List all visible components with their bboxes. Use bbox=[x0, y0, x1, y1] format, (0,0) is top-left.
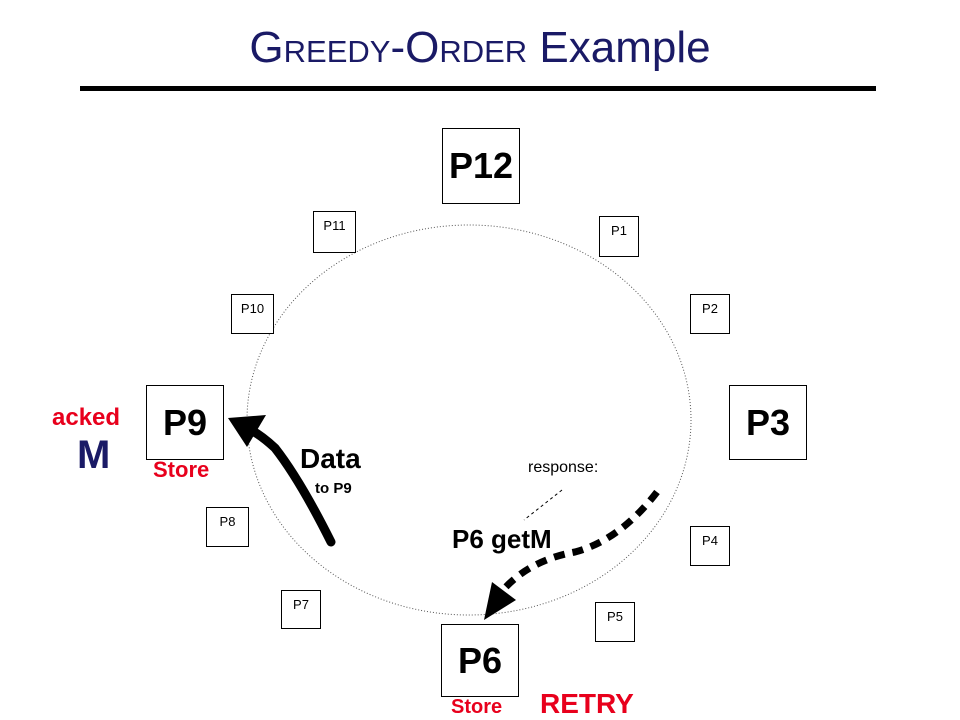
title-g: G bbox=[249, 23, 284, 72]
node-p11: P11 bbox=[313, 211, 356, 253]
node-p9: P9 bbox=[146, 385, 224, 460]
data-label: Data bbox=[300, 443, 361, 474]
ring-ellipse bbox=[246, 224, 692, 616]
slide-title: GREEDY-ORDER Example bbox=[0, 22, 960, 78]
node-p1: P1 bbox=[599, 216, 639, 257]
getm-arrowhead bbox=[484, 582, 516, 620]
node-p6: P6 bbox=[441, 624, 519, 697]
getm-arrow bbox=[500, 489, 660, 593]
node-p4: P4 bbox=[690, 526, 730, 566]
retry-label: RETRY bbox=[540, 688, 634, 719]
node-p7: P7 bbox=[281, 590, 321, 629]
acked-label: acked bbox=[52, 404, 121, 431]
response-label: response: bbox=[528, 459, 599, 476]
node-p12: P12 bbox=[442, 128, 520, 204]
title-reedy: REEDY bbox=[283, 34, 391, 69]
getm-label: P6 getM bbox=[452, 524, 552, 554]
state-m-label: M bbox=[77, 433, 111, 477]
title-o: O bbox=[405, 23, 440, 72]
title-underline bbox=[80, 86, 876, 91]
p6-store-label: Store bbox=[451, 696, 503, 718]
title-example: Example bbox=[527, 23, 711, 72]
data-arrowhead bbox=[228, 415, 266, 447]
to-p9-label: to P9 bbox=[315, 480, 352, 497]
node-p10: P10 bbox=[231, 294, 274, 334]
node-p3: P3 bbox=[729, 385, 807, 460]
response-leader-line bbox=[523, 489, 563, 521]
node-p8: P8 bbox=[206, 507, 249, 547]
title-rder: RDER bbox=[439, 34, 528, 69]
p9-store-label: Store bbox=[153, 457, 210, 482]
title-dash: - bbox=[390, 23, 406, 72]
node-p5: P5 bbox=[595, 602, 635, 642]
node-p2: P2 bbox=[690, 294, 730, 334]
data-arrow bbox=[246, 425, 336, 547]
